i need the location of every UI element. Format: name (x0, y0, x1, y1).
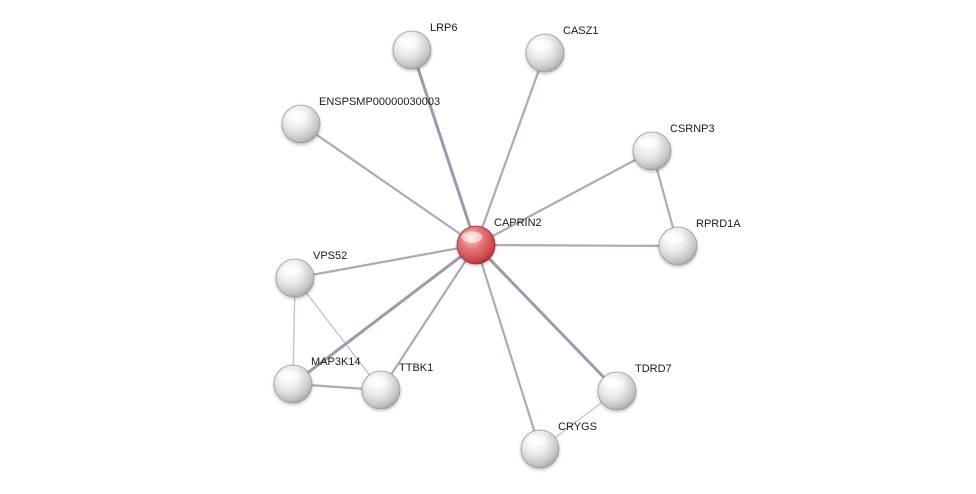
node-casz1[interactable]: CASZ1 (525, 25, 598, 73)
node-csrnp3-label: CSRNP3 (670, 123, 715, 135)
node-rprd1a-label: RPRD1A (696, 218, 741, 230)
node-csrnp3-highlight (637, 137, 659, 149)
node-lrp6[interactable]: LRP6 (392, 22, 458, 70)
node-lrp6-circle[interactable] (392, 30, 432, 70)
edge-caprin2-rprd1a (474, 243, 680, 248)
node-enspsmp00000030003-label: ENSPSMP00000030003 (319, 96, 440, 108)
node-rprd1a[interactable]: RPRD1A (658, 218, 741, 266)
node-ttbk1-highlight (366, 376, 388, 388)
node-crygs-highlight (525, 435, 547, 447)
node-vps52-label: VPS52 (313, 250, 347, 262)
nodes-layer: CAPRIN2 LRP6 CASZ1ENSPSMP00000030003CSRNP3… (273, 22, 741, 469)
edge-caprin2-lrp6 (410, 48, 478, 247)
node-casz1-label: CASZ1 (563, 25, 598, 37)
node-caprin2[interactable]: CAPRIN2 (456, 217, 542, 265)
edge-caprin2-casz1 (474, 51, 547, 247)
node-enspsmp00000030003[interactable]: ENSPSMP00000030003 (281, 96, 440, 144)
edge-caprin2-map3k14 (291, 243, 478, 386)
edge-caprin2-ttbk1 (379, 243, 478, 392)
node-rprd1a-circle[interactable] (658, 226, 698, 266)
node-rprd1a-highlight (663, 232, 685, 244)
node-caprin2-label: CAPRIN2 (494, 217, 542, 229)
node-crygs-label: CRYGS (558, 421, 597, 433)
edge-vps52-ttbk1 (294, 277, 382, 391)
edge-caprin2-csrnp3 (474, 149, 654, 247)
node-csrnp3-circle[interactable] (632, 131, 672, 171)
node-tdrd7-circle[interactable] (597, 371, 637, 411)
node-tdrd7-highlight (602, 377, 624, 389)
node-casz1-highlight (530, 39, 552, 51)
node-casz1-circle[interactable] (525, 33, 565, 73)
node-vps52-circle[interactable] (275, 258, 315, 298)
node-ttbk1-label: TTBK1 (399, 362, 433, 374)
node-tdrd7[interactable]: TDRD7 (597, 363, 672, 411)
node-tdrd7-label: TDRD7 (635, 363, 672, 375)
edge-caprin2-crygs (474, 243, 542, 451)
node-ttbk1[interactable]: TTBK1 (361, 362, 433, 410)
node-vps52-highlight (280, 264, 302, 276)
node-crygs[interactable]: CRYGS (520, 421, 597, 469)
node-map3k14-circle[interactable] (273, 364, 313, 404)
node-map3k14-highlight (278, 370, 300, 382)
edge-caprin2-enspsmp00000030003 (299, 122, 478, 247)
node-map3k14-label: MAP3K14 (311, 356, 361, 368)
edge-caprin2-tdrd7 (474, 243, 619, 393)
node-ttbk1-circle[interactable] (361, 370, 401, 410)
node-lrp6-label: LRP6 (430, 22, 458, 34)
node-lrp6-highlight (397, 36, 419, 48)
node-enspsmp00000030003-circle[interactable] (281, 104, 321, 144)
edge-caprin2-vps52 (293, 243, 478, 280)
node-map3k14[interactable]: MAP3K14 (273, 356, 361, 404)
node-caprin2-highlight (461, 231, 483, 243)
node-enspsmp00000030003-highlight (286, 110, 308, 122)
node-crygs-circle[interactable] (520, 429, 560, 469)
node-vps52[interactable]: VPS52 (275, 250, 347, 298)
node-caprin2-circle[interactable] (456, 225, 496, 265)
node-csrnp3[interactable]: CSRNP3 (632, 123, 715, 171)
